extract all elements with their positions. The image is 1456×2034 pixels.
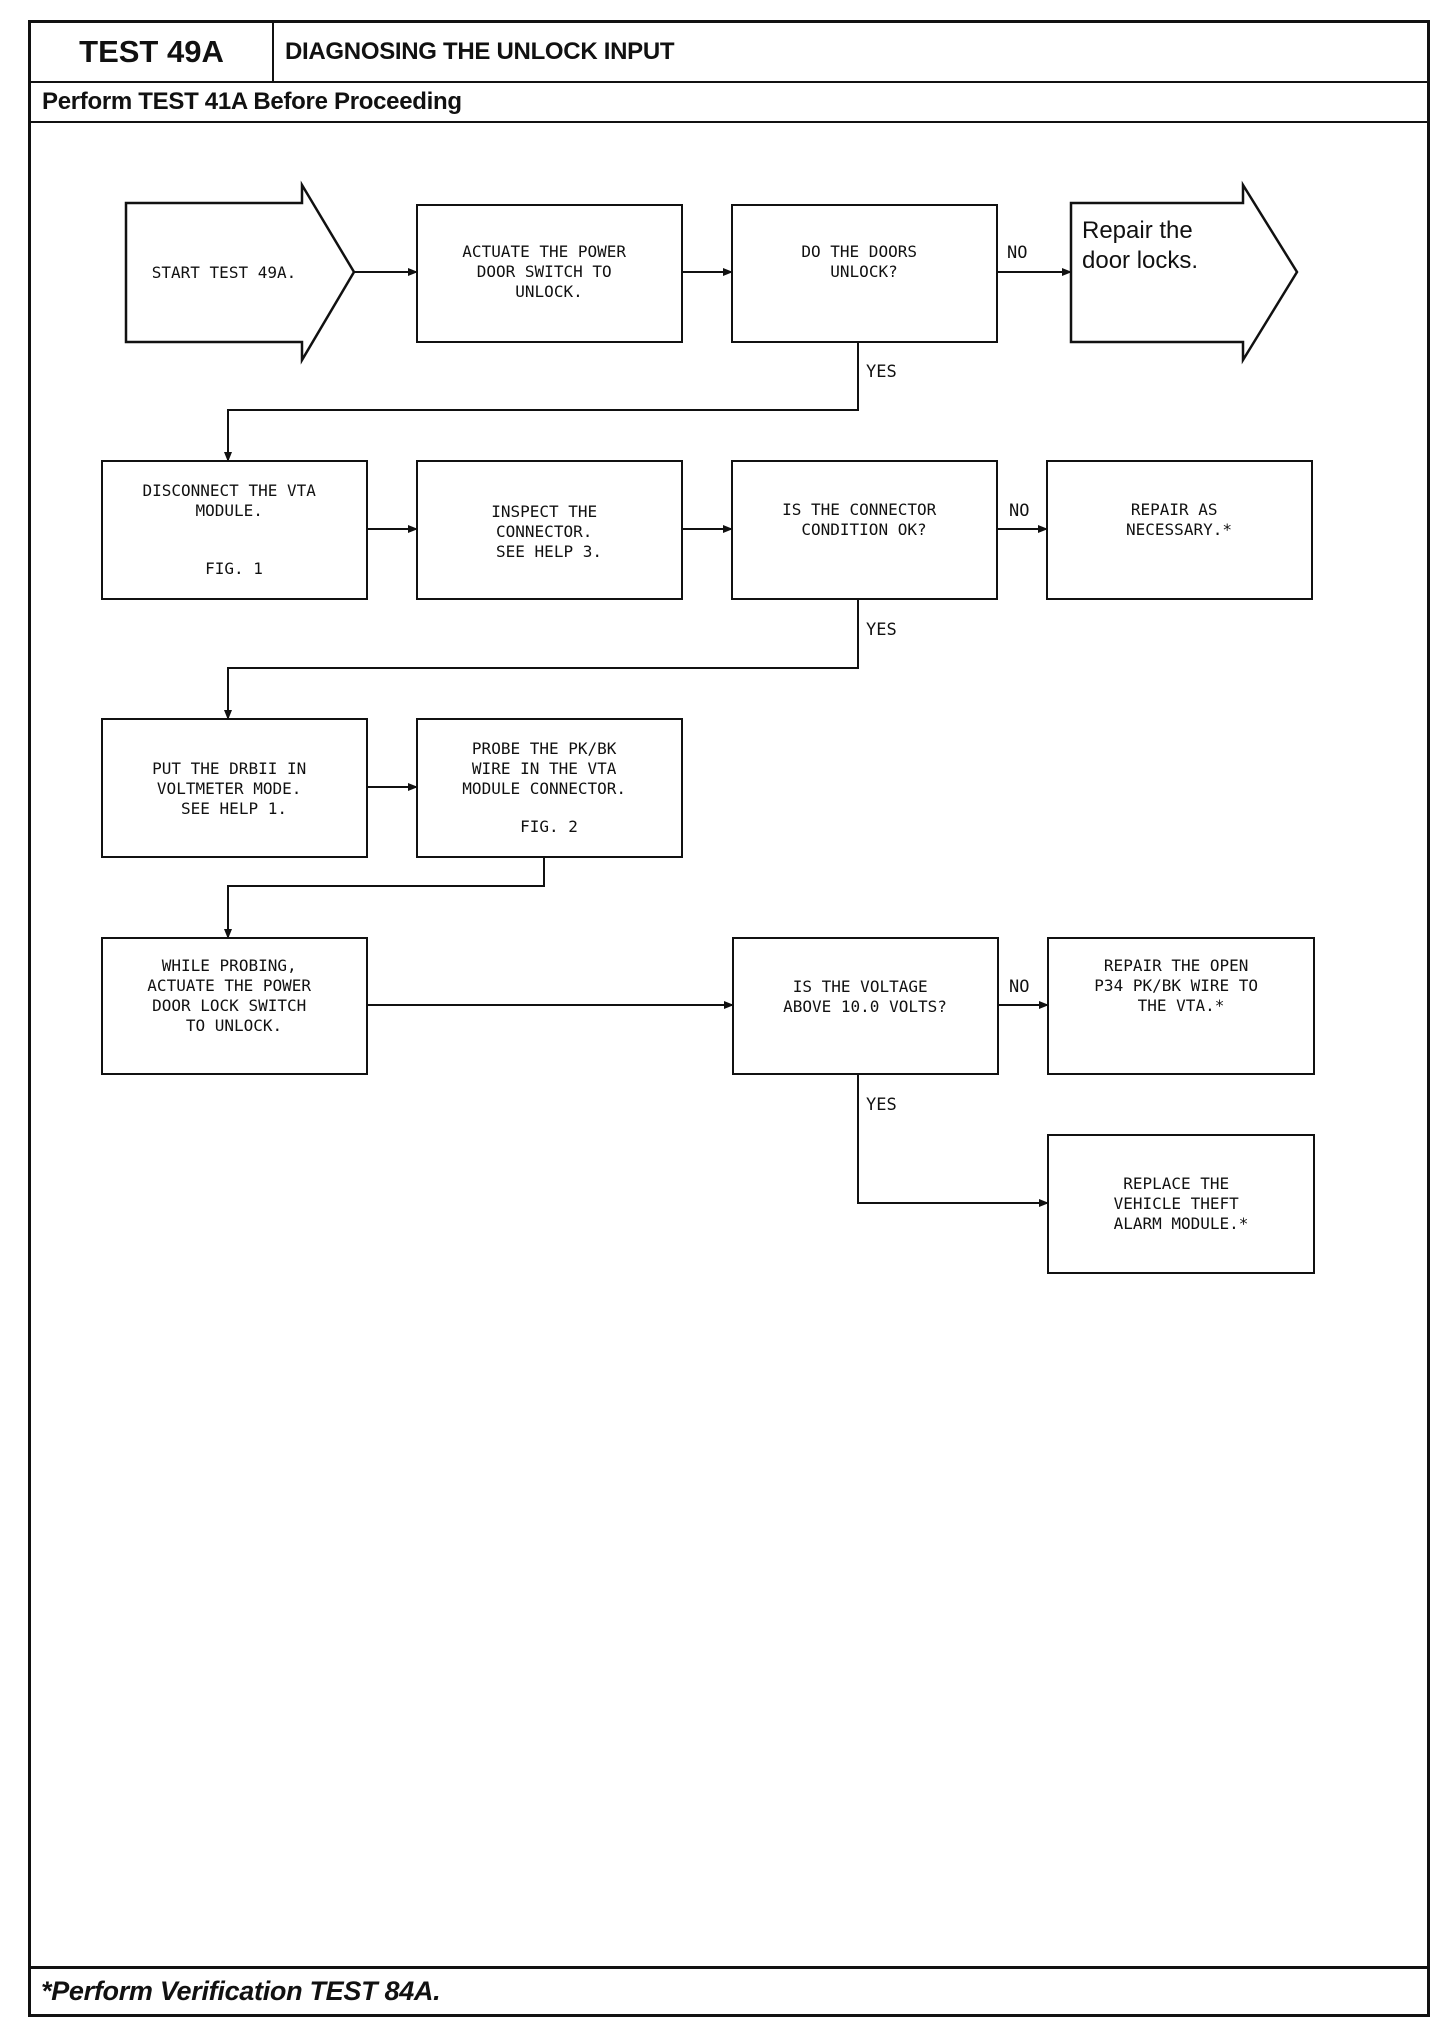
voltage-text: IS THE VOLTAGE ABOVE 10.0 VOLTS? [783,977,947,1016]
connector-voltage-replace [857,1074,1049,1207]
header-row: TEST 49A DIAGNOSING THE UNLOCK INPUT [31,23,1427,83]
verification-note: *Perform Verification TEST 84A. [31,1966,1427,2014]
repair-necessary-text: REPAIR AS NECESSARY.* [1126,500,1232,539]
repair-locks-arrow-shape [1069,180,1299,365]
inspect-connector-text: INSPECT THE CONNECTOR. SEE HELP 3. [491,502,607,561]
probe-wire-text: PROBE THE PK/BK WIRE IN THE VTA MODULE C… [462,739,635,836]
repair-open-text: REPAIR THE OPEN P34 PK/BK WIRE TO THE VT… [1094,956,1267,1015]
yes-label-connector: YES [866,620,897,640]
test-id: TEST 49A [31,23,274,81]
doors-unlock-text: DO THE DOORS UNLOCK? [801,242,926,281]
disconnect-vta-text: DISCONNECT THE VTA MODULE. FIG. 1 [142,481,325,578]
connector-ok-text: IS THE CONNECTOR CONDITION OK? [782,500,946,539]
yes-label-doors: YES [866,362,897,382]
no-label-doors: NO [1007,243,1027,263]
start-text: START TEST 49A. [152,263,297,282]
replace-module-text: REPLACE THE VEHICLE THEFT ALARM MODULE.* [1114,1174,1249,1233]
while-probing-text: WHILE PROBING, ACTUATE THE POWER DOOR LO… [147,956,320,1035]
actuate-switch-text: ACTUATE THE POWER DOOR SWITCH TO UNLOCK. [462,242,635,301]
connector-doors-disconnect [224,342,859,462]
yes-label-voltage: YES [866,1095,897,1115]
no-label-voltage: NO [1009,977,1029,997]
test-sheet: TEST 49A DIAGNOSING THE UNLOCK INPUT Per… [28,20,1430,2017]
no-label-connector: NO [1009,501,1029,521]
start-arrow-shape [124,180,356,365]
prerequisite-note: Perform TEST 41A Before Proceeding [31,83,1427,123]
connector-connector-ok-drbii [224,599,859,720]
test-title: DIAGNOSING THE UNLOCK INPUT [285,38,675,65]
connector-probe-while [224,857,545,939]
repair-locks-text: Repair the door locks. [1082,217,1199,274]
drbii-voltmeter-text: PUT THE DRBII IN VOLTMETER MODE. SEE HEL… [152,759,316,818]
